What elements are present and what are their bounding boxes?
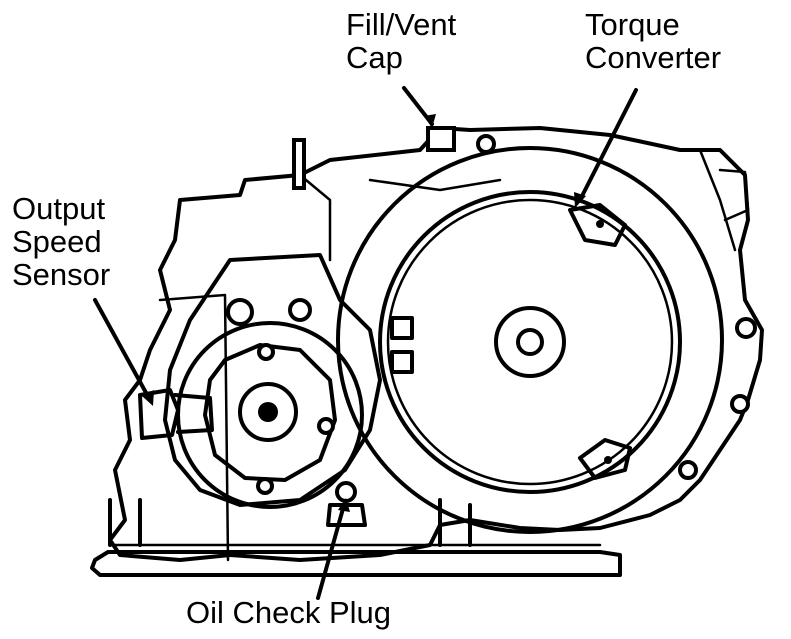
bolt-upper-left [226, 298, 254, 326]
oil-check-plug-leader [316, 503, 346, 600]
converter-lug-left [390, 316, 414, 374]
output-speed-sensor-label: Output Speed Sensor [12, 192, 110, 291]
output-speed-sensor-label-line-1: Output [12, 191, 106, 226]
flange-bolt-right [317, 417, 335, 435]
fill-vent-cap-body [426, 126, 456, 152]
oil-pan [90, 550, 622, 577]
output-shaft-plate [203, 343, 337, 482]
converter-housing-outer [336, 146, 724, 534]
torque-converter-label-line-2: Converter [585, 40, 722, 75]
output-shaft-center [238, 382, 298, 442]
converter-ring [386, 198, 674, 486]
converter-hub-outer [494, 306, 566, 378]
converter-lug-bottom-hole [604, 456, 612, 464]
output-shaft-core [258, 402, 278, 422]
torque-converter [378, 190, 682, 494]
output-speed-sensor [138, 388, 180, 440]
flange-bolt-top [257, 343, 275, 361]
oil-check-plug-arrow [338, 498, 350, 512]
fill-vent-cap-label-line-2: Cap [346, 40, 403, 75]
bolt-upper-mid [288, 298, 312, 322]
converter-hub-inner [516, 328, 544, 356]
torque-converter-leader [578, 88, 638, 202]
sensor-bracket [173, 393, 214, 434]
right-flange [698, 148, 750, 252]
torque-converter-arrow [574, 192, 586, 208]
converter-lug-top-hole [596, 220, 604, 228]
oil-check-plug-boss [326, 503, 367, 527]
fill-vent-cap-arrow [424, 114, 436, 128]
output-speed-sensor-leader [93, 298, 152, 402]
oil-check-plug-label: Oil Check Plug [186, 595, 392, 630]
upper-bolt [476, 134, 496, 154]
lower-case [108, 498, 472, 547]
fill-vent-cap-label: Fill/Vent Cap [346, 8, 456, 74]
stud [292, 138, 306, 190]
flange-bolt-bottom [256, 477, 274, 495]
converter-lug-top [568, 203, 627, 247]
upper-rib [298, 173, 502, 262]
output-speed-sensor-arrow [142, 390, 154, 406]
left-housing [163, 253, 382, 507]
right-bolt-3 [678, 460, 698, 480]
fill-vent-cap-label-line-1: Fill/Vent [346, 7, 457, 42]
output-speed-sensor-label-line-3: Sensor [12, 257, 111, 292]
torque-converter-label-line-1: Torque [585, 7, 680, 42]
converter-lug-bottom [578, 438, 632, 480]
right-bolt-2 [730, 394, 750, 414]
output-speed-sensor-label-line-2: Speed [12, 224, 102, 259]
transaxle-case-outline [108, 126, 764, 562]
right-bolt-1 [735, 317, 757, 339]
sensor-wire [158, 293, 230, 562]
torque-converter-label: Torque Converter [585, 8, 721, 74]
